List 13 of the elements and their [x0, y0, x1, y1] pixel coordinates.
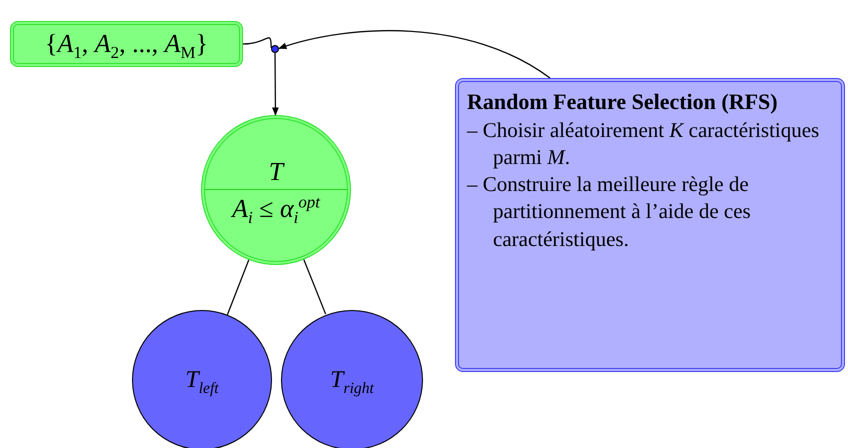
node-label: T	[268, 157, 286, 188]
connector-line	[226, 260, 250, 315]
list-item: – Construire la meilleure règle de partitionnement à l’aide de ces caractéristiques.	[467, 171, 752, 253]
connector-line	[242, 37, 272, 48]
set-box	[10, 21, 243, 67]
description-panel	[455, 78, 845, 372]
list-item: – Choisir aléatoirement K caractéristiques parmi M.	[467, 116, 820, 171]
panel-heading: Random Feature Selection (RFS)	[467, 88, 779, 116]
arrow	[272, 53, 279, 116]
node-label: {A$_{1}$, A$_{2}$, ..., A$_{M}$}	[44, 29, 208, 59]
connector-line	[303, 259, 326, 314]
arrow	[278, 30, 550, 78]
junction-dot	[271, 45, 279, 53]
